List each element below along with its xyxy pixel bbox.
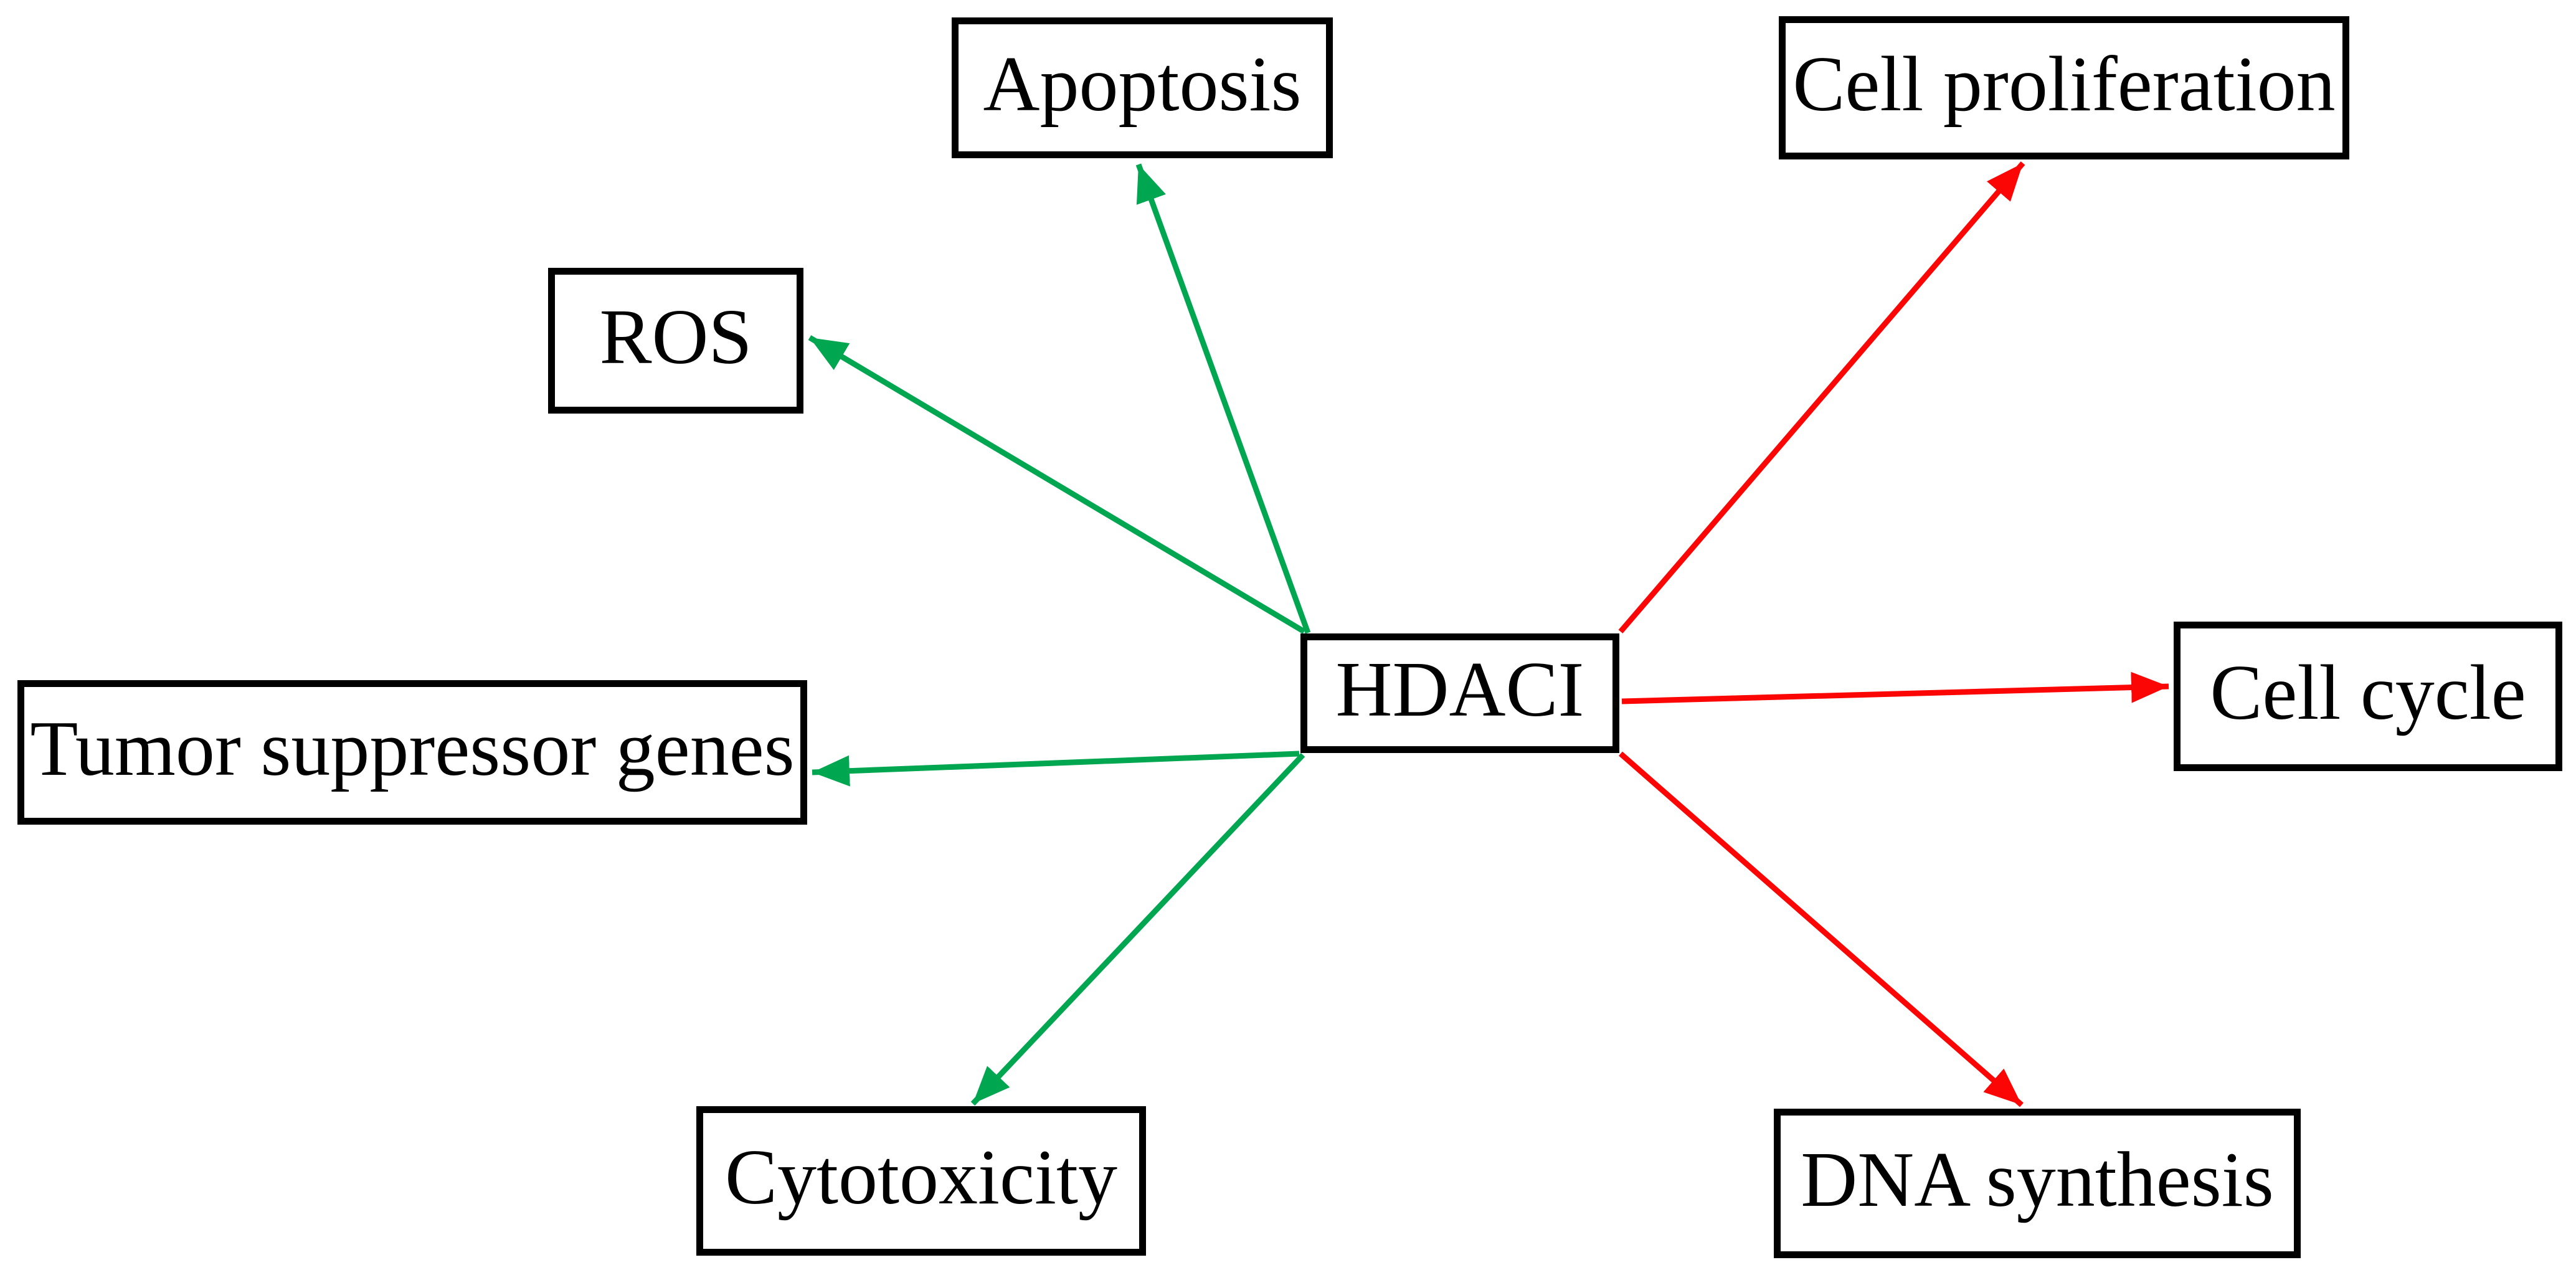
node-dna-synthesis: DNA synthesis [1774, 1109, 2301, 1258]
node-hdaci-label: HDACI [1335, 647, 1584, 733]
node-cell-proliferation-label: Cell proliferation [1792, 41, 2336, 128]
node-ros-label: ROS [599, 294, 752, 381]
node-cell-cycle-label: Cell cycle [2210, 650, 2526, 736]
edge-hdaci-to-dna-synthesis [1619, 751, 2024, 1107]
node-tumor-suppressor-genes: Tumor suppressor genes [17, 680, 807, 825]
edge-hdaci-to-apoptosis [1135, 163, 1311, 634]
node-cell-proliferation: Cell proliferation [1779, 16, 2349, 159]
edge-hdaci-to-cell-cycle [1621, 671, 2169, 704]
edge-hdaci-to-tumor-suppressor-genes [812, 751, 1300, 787]
node-dna-synthesis-label: DNA synthesis [1801, 1137, 2274, 1223]
node-tumor-suppressor-genes-label: Tumor suppressor genes [30, 706, 795, 792]
edge-hdaci-to-ros [808, 335, 1306, 634]
node-apoptosis-label: Apoptosis [983, 41, 1302, 128]
edge-hdaci-to-cytotoxicity [970, 752, 1305, 1106]
node-apoptosis: Apoptosis [952, 17, 1333, 158]
edge-hdaci-to-cell-proliferation [1618, 161, 2025, 633]
node-hdaci: HDACI [1300, 633, 1619, 753]
node-cytotoxicity: Cytotoxicity [696, 1106, 1146, 1256]
node-ros: ROS [548, 268, 803, 414]
node-cell-cycle: Cell cycle [2174, 622, 2562, 771]
node-cytotoxicity-label: Cytotoxicity [725, 1134, 1117, 1221]
